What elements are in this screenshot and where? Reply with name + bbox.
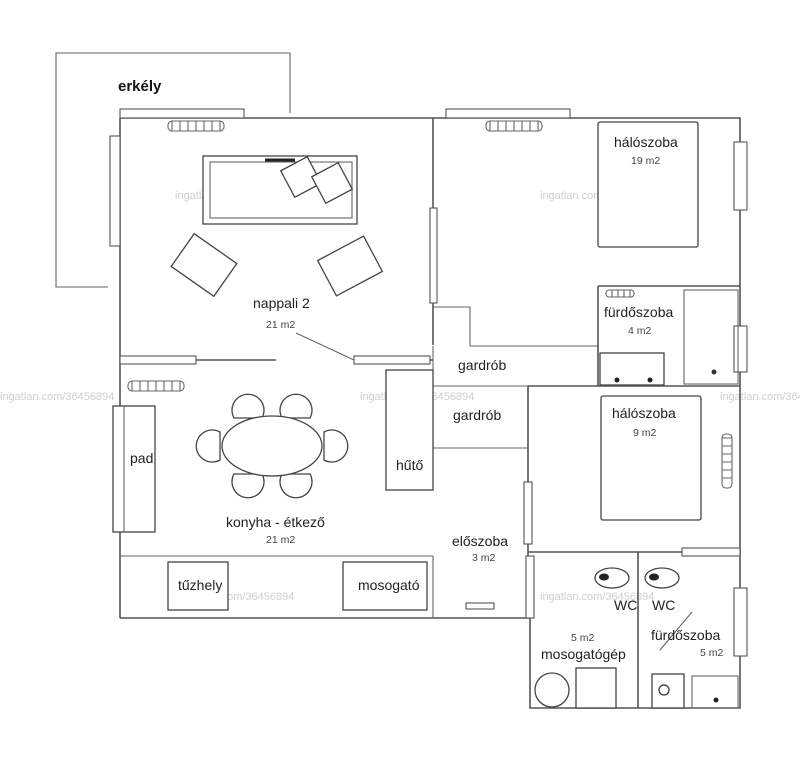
toilet — [594, 567, 630, 589]
room-area-living: 21 m2 — [266, 319, 295, 331]
chair — [231, 473, 265, 499]
bench — [112, 405, 156, 533]
windows — [109, 108, 748, 657]
room-area-bathroom1: 4 m2 — [628, 325, 652, 337]
window — [465, 602, 495, 610]
room-area-bedroom1: 19 m2 — [631, 155, 660, 167]
window — [119, 355, 197, 365]
window — [445, 108, 571, 119]
chair — [231, 393, 265, 419]
window — [119, 108, 245, 119]
window — [429, 207, 438, 304]
balcony-outline — [55, 52, 291, 288]
fixture-label-wc2: WC — [652, 597, 675, 613]
fixture-label-bench: pad — [130, 450, 153, 466]
wall-wardrobe — [433, 306, 599, 387]
chair — [279, 393, 313, 419]
balcony — [55, 52, 291, 288]
radiator — [605, 289, 635, 298]
chair — [195, 429, 221, 463]
sink — [342, 561, 428, 611]
window — [733, 325, 748, 373]
window — [681, 547, 741, 557]
stove — [167, 561, 229, 611]
room-label-wardrobe2: gardrób — [453, 407, 501, 423]
window — [733, 587, 748, 657]
window — [109, 135, 121, 247]
dining-table — [221, 415, 323, 477]
chair — [323, 429, 349, 463]
washing-machine — [534, 672, 570, 708]
wall-north-east — [120, 117, 741, 385]
room-label-wardrobe1: gardrób — [458, 357, 506, 373]
radiator — [485, 120, 543, 132]
watermark-text: ingatlan.com/36456894 — [540, 591, 654, 603]
room-area-bedroom2: 9 m2 — [633, 427, 657, 439]
cushion — [310, 161, 354, 205]
armchair — [170, 232, 238, 298]
bed — [600, 395, 702, 521]
basin — [651, 673, 685, 709]
wc-area-fixtures — [534, 567, 739, 709]
radiators — [127, 120, 733, 489]
kitchen-furniture — [112, 369, 434, 611]
bedroom-furniture — [597, 121, 702, 521]
fixture-label-stove: tűzhely — [178, 577, 222, 593]
cushion — [279, 155, 323, 199]
fridge-unit — [385, 369, 434, 491]
room-label-living: nappali 2 — [253, 295, 310, 311]
toilet — [644, 567, 680, 589]
radiator — [127, 380, 185, 392]
radiator — [167, 120, 225, 132]
room-label-kitchen: konyha - étkező — [226, 514, 325, 530]
bathroom1-fixtures — [599, 289, 739, 386]
room-area-kitchen: 21 m2 — [266, 534, 295, 546]
room-label-bedroom1: hálószoba — [614, 134, 678, 150]
living-furniture — [170, 155, 384, 298]
dining-chairs — [195, 393, 349, 499]
shower — [683, 289, 739, 385]
armchair — [316, 235, 384, 297]
room-label-bathroom1: fürdőszoba — [604, 304, 673, 320]
watermark-text: ingatlan.com/36456894 — [720, 391, 800, 403]
fixture-label-fridge: hűtő — [396, 457, 423, 473]
fixture-label-wc1: WC — [614, 597, 637, 613]
room-label-hall: előszoba — [452, 533, 508, 549]
room-label-bathroom2: fürdőszoba — [651, 627, 720, 643]
room-area-bathroom2: 5 m2 — [700, 647, 724, 659]
dryer — [575, 667, 617, 709]
fixture-label-sink: mosogató — [358, 577, 420, 593]
window — [523, 481, 533, 545]
window — [733, 141, 748, 211]
room-area-hall: 3 m2 — [472, 552, 496, 564]
bathtub — [599, 352, 665, 386]
shower-tray — [691, 675, 739, 709]
window — [525, 555, 535, 619]
window — [353, 355, 431, 365]
room-area-laundry: 5 m2 — [571, 632, 595, 644]
radiator — [721, 433, 733, 489]
room-label-laundry: mosogatógép — [541, 646, 626, 662]
room-label-bedroom2: hálószoba — [612, 405, 676, 421]
room-label-balcony: erkély — [118, 78, 162, 95]
watermark-text: ingatlan.com/36456894 — [0, 391, 114, 403]
labels: erkély nappali 2 21 m2 hálószoba 19 m2 f… — [118, 78, 724, 662]
door-swing-living — [295, 332, 355, 361]
door-swing-bath2 — [659, 611, 693, 651]
chair — [279, 473, 313, 499]
bed — [597, 121, 699, 248]
